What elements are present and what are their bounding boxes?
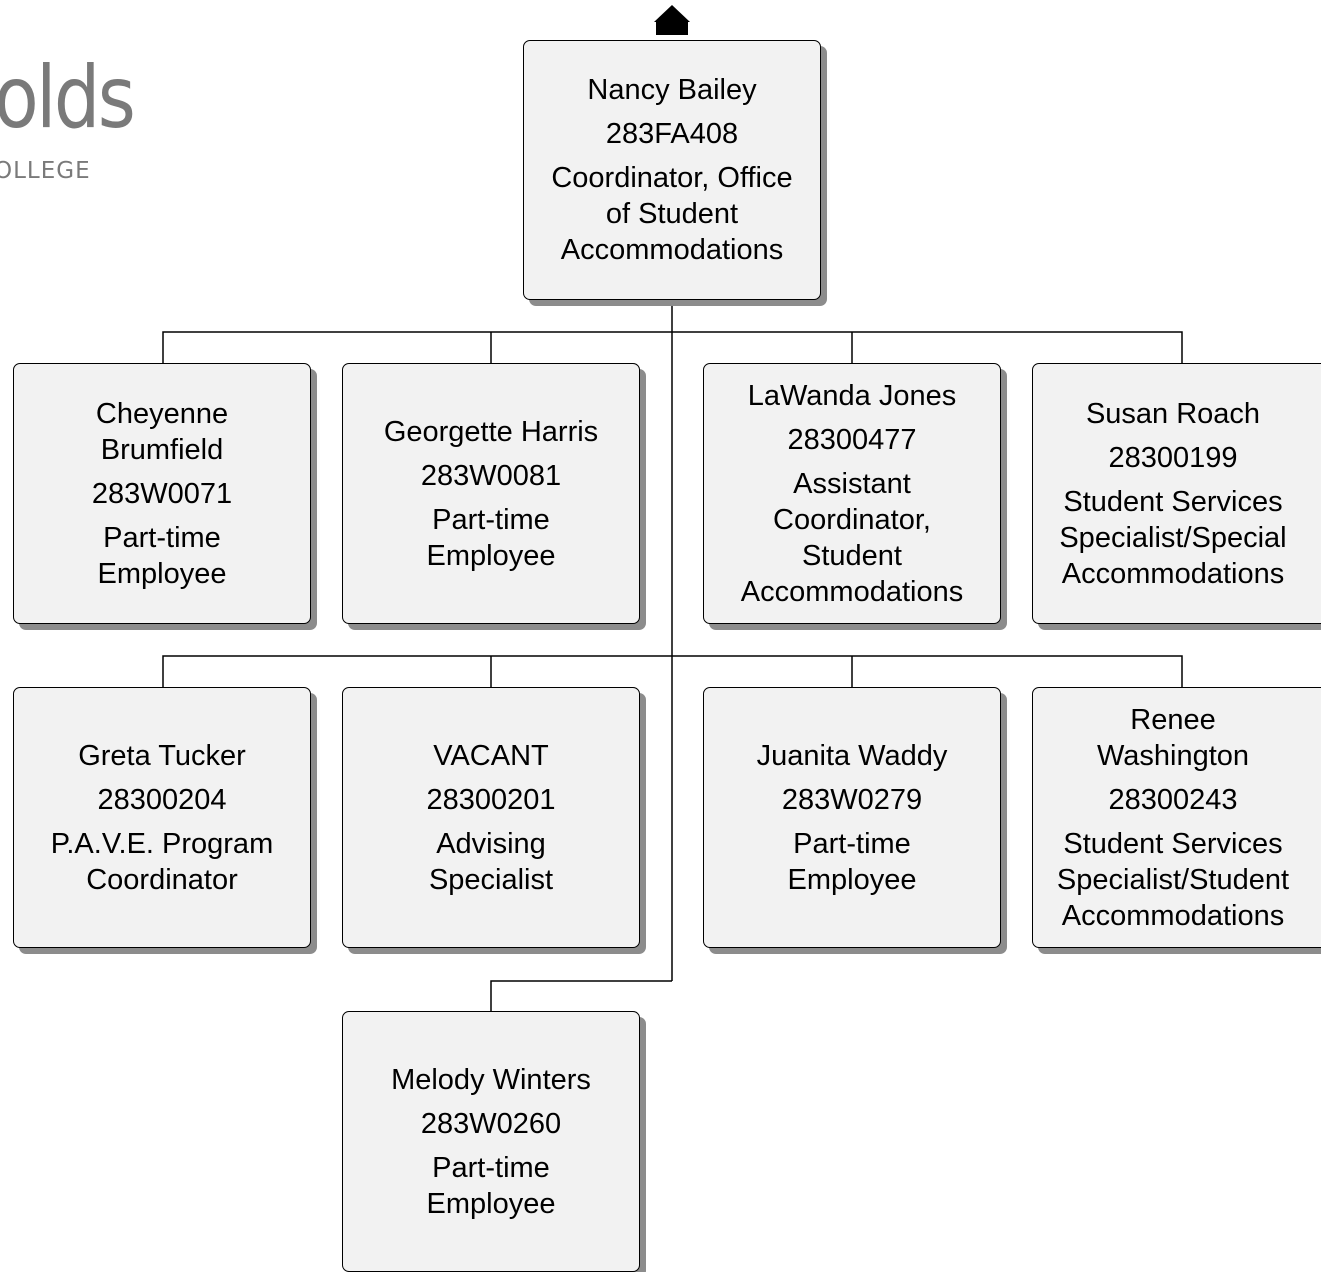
node-title: Part-time Employee: [97, 521, 227, 590]
org-node-greta-tucker[interactable]: Greta Tucker 28300204 P.A.V.E. Program C…: [13, 687, 311, 948]
node-id: 28300201: [426, 783, 556, 816]
node-name: Susan Roach: [1085, 397, 1261, 430]
node-name: Juanita Waddy: [756, 739, 948, 772]
node-id: 283W0071: [91, 477, 233, 510]
node-id: 28300199: [1108, 441, 1238, 474]
node-id: 28300204: [97, 783, 227, 816]
node-title: Part-time Employee: [426, 1151, 556, 1220]
node-title: Student Services Specialist/Student Acco…: [1056, 827, 1290, 932]
node-name: Nancy Bailey: [587, 74, 757, 106]
org-node-susan-roach[interactable]: Susan Roach 28300199 Student Services Sp…: [1032, 363, 1321, 624]
node-id: 28300243: [1108, 783, 1238, 816]
node-name: Renee Washington: [1096, 703, 1250, 772]
node-name: VACANT: [433, 739, 549, 772]
node-name: Georgette Harris: [383, 415, 599, 448]
org-node-renee-washington[interactable]: Renee Washington 28300243 Student Servic…: [1032, 687, 1321, 948]
org-node-cheyenne-brumfield[interactable]: Cheyenne Brumfield 283W0071 Part-time Em…: [13, 363, 311, 624]
node-id: 283FA408: [605, 118, 739, 150]
node-name: Melody Winters: [391, 1063, 591, 1096]
node-title: Advising Specialist: [428, 827, 554, 896]
node-title: Student Services Specialist/Special Acco…: [1059, 485, 1287, 590]
org-node-lawanda-jones[interactable]: LaWanda Jones 28300477 Assistant Coordin…: [703, 363, 1001, 624]
node-id: 283W0279: [781, 783, 923, 816]
node-name: LaWanda Jones: [747, 379, 957, 412]
node-name: Cheyenne Brumfield: [95, 397, 229, 466]
node-title: P.A.V.E. Program Coordinator: [50, 827, 274, 896]
logo-wordmark: olds: [0, 48, 136, 148]
node-id: 28300477: [787, 423, 917, 456]
org-node-juanita-waddy[interactable]: Juanita Waddy 283W0279 Part-time Employe…: [703, 687, 1001, 948]
node-name: Greta Tucker: [78, 739, 246, 772]
node-title: Coordinator, Office of Student Accommoda…: [551, 162, 793, 266]
node-title: Part-time Employee: [787, 827, 917, 896]
logo-subtitle: OLLEGE: [0, 158, 91, 184]
org-node-root[interactable]: Nancy Bailey 283FA408 Coordinator, Offic…: [523, 40, 821, 300]
org-node-vacant[interactable]: VACANT 28300201 Advising Specialist: [342, 687, 640, 948]
org-node-georgette-harris[interactable]: Georgette Harris 283W0081 Part-time Empl…: [342, 363, 640, 624]
org-node-melody-winters[interactable]: Melody Winters 283W0260 Part-time Employ…: [342, 1011, 640, 1272]
up-arrow-icon[interactable]: [0, 0, 1321, 40]
node-title: Part-time Employee: [426, 503, 556, 572]
node-title: Assistant Coordinator, Student Accommoda…: [740, 467, 964, 608]
node-id: 283W0081: [420, 459, 562, 492]
node-id: 283W0260: [420, 1107, 562, 1140]
